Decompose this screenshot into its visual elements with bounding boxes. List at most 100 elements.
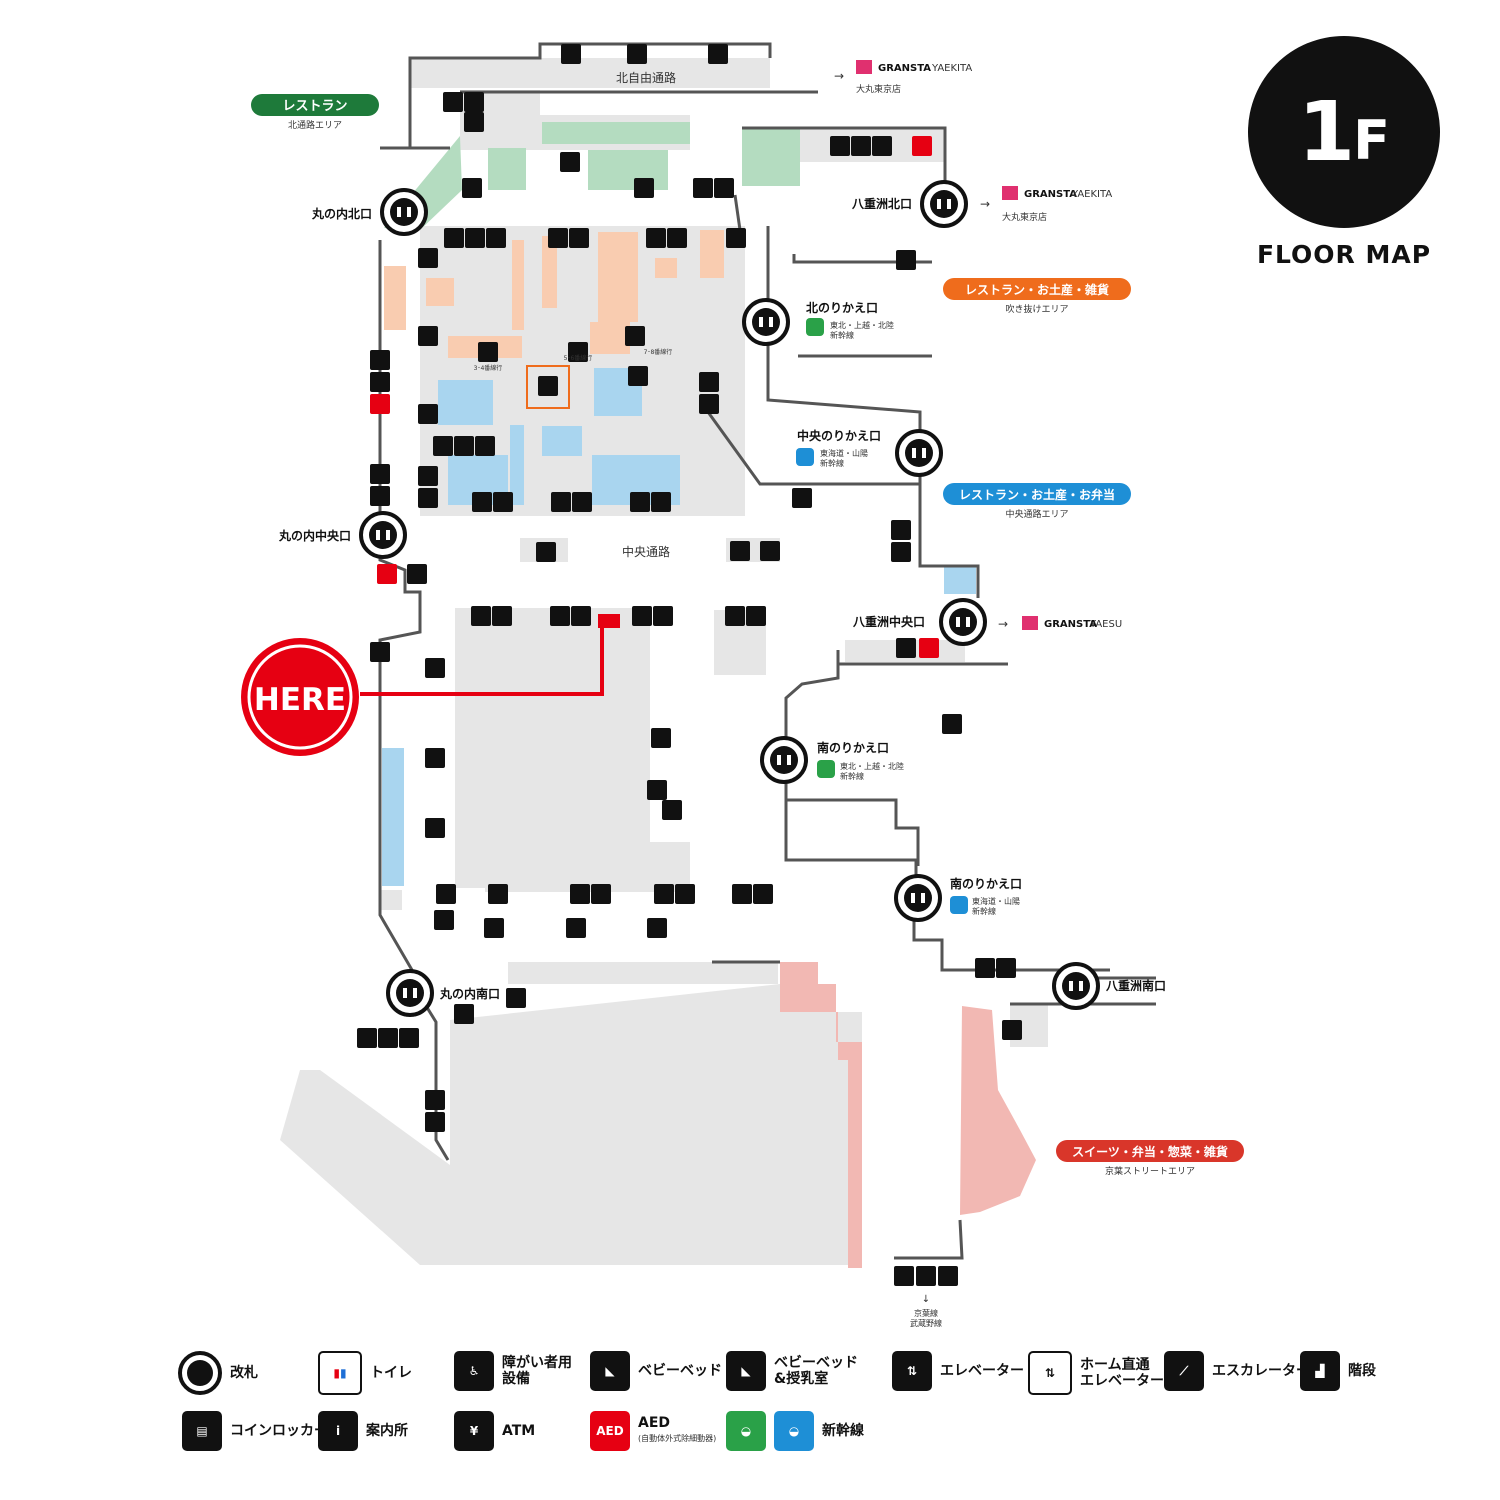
escalator-icon: [492, 606, 512, 626]
aed-icon: [919, 638, 939, 658]
floor-suffix: F: [1353, 108, 1390, 172]
info-icon: i: [318, 1411, 358, 1451]
accessible-icon: ♿: [454, 1351, 494, 1391]
escalator-icon: [418, 466, 438, 486]
svg-text:東北・上越・北陸: 東北・上越・北陸: [830, 320, 894, 330]
gransta-yaekita-link-1[interactable]: → GRANSTA YAEKITA 大丸東京店: [834, 60, 972, 95]
svg-text:大丸東京店: 大丸東京店: [1002, 211, 1047, 223]
escalator-icon: [425, 658, 445, 678]
gate-icon: [386, 969, 434, 1017]
gate-label: 八重洲中央口: [852, 614, 925, 629]
escalator-icon: [536, 542, 556, 562]
elevator-icon: [760, 541, 780, 561]
shinkansen-green-icon: ◒: [726, 1411, 766, 1451]
stairs-icon: [465, 228, 485, 248]
stairs-icon: [625, 326, 645, 346]
escalator-icon: [560, 152, 580, 172]
elevator-icon: ⇅: [892, 1351, 932, 1391]
svg-text:スイーツ・弁当・惣菜・雑貨: スイーツ・弁当・惣菜・雑貨: [1072, 1144, 1228, 1159]
elevator-icon: [938, 1266, 958, 1286]
svg-text:東北・上越・北陸: 東北・上越・北陸: [840, 761, 904, 771]
aed-icon: AED: [590, 1411, 630, 1451]
accessible-icon: [370, 350, 390, 370]
stairs-icon: [471, 606, 491, 626]
baby-bed-icon: [370, 372, 390, 392]
shop-zone-pink: [780, 962, 1036, 1268]
svg-text:7･8番線行: 7･8番線行: [644, 348, 673, 356]
stairs-icon: [444, 228, 464, 248]
stairs-icon: [725, 606, 745, 626]
escalator-icon: [418, 248, 438, 268]
atm-icon: [436, 884, 456, 904]
svg-text:新幹線: 新幹線: [840, 771, 864, 781]
svg-text:レストラン: レストラン: [282, 99, 347, 114]
area-orange: レストラン・お土産・雑貨 吹き抜けエリア: [943, 278, 1131, 315]
gransta-yaekita-link-2[interactable]: → GRANSTA YAEKITA 大丸東京店: [980, 186, 1112, 223]
escalator-icon: [418, 404, 438, 424]
gate-label: 北のりかえ口: [806, 300, 878, 315]
gransta-yaesu-link[interactable]: → GRANSTA YAESU: [998, 616, 1122, 631]
shinkansen-green-icon: [817, 760, 835, 778]
stairs-icon: [488, 884, 508, 904]
gransta-logo-icon: [1002, 186, 1018, 200]
gate-icon: [1052, 962, 1100, 1010]
toilet-icon: [433, 436, 453, 456]
escalator-icon: [569, 228, 589, 248]
svg-text:→: →: [980, 197, 990, 211]
north-corridor-label: 北自由通路: [616, 70, 676, 85]
locker-icon: [370, 642, 390, 662]
svg-text:中央通路エリア: 中央通路エリア: [1005, 508, 1068, 520]
escalator-icon: [667, 228, 687, 248]
elevator-icon: [699, 372, 719, 392]
svg-text:レストラン・お土産・雑貨: レストラン・お土産・雑貨: [965, 282, 1109, 297]
svg-text:YAEKITA: YAEKITA: [1071, 189, 1112, 200]
legend-info: i 案内所: [318, 1411, 408, 1451]
escalator-icon: [572, 492, 592, 512]
locker-icon: [506, 988, 526, 1008]
accessible-icon: [378, 1028, 398, 1048]
gate-label: 丸の内北口: [311, 206, 372, 221]
svg-text:大丸東京店: 大丸東京店: [856, 83, 901, 95]
atm-icon: ¥: [454, 1411, 494, 1451]
escalator-icon: [651, 492, 671, 512]
escalator-icon: [675, 884, 695, 904]
svg-text:YAESU: YAESU: [1089, 619, 1122, 630]
legend-platform-elevator: ⇅ ホーム直通 エレベーター: [1028, 1351, 1164, 1395]
svg-text:レストラン・お土産・お弁当: レストラン・お土産・お弁当: [959, 487, 1115, 502]
shinkansen-blue-icon: ◒: [774, 1411, 814, 1451]
toilet-icon: [443, 92, 463, 112]
escalator-icon: [726, 228, 746, 248]
stairs-icon: [570, 884, 590, 904]
escalator-icon: [746, 606, 766, 626]
accessible-icon: [475, 436, 495, 456]
facility-icons: [357, 44, 1022, 1286]
escalator-icon: [894, 1266, 914, 1286]
shinkansen-blue-icon: [796, 448, 814, 466]
toilet-icon: [425, 1090, 445, 1110]
gate-label: 南のりかえ口: [950, 876, 1022, 891]
atm-icon: [792, 488, 812, 508]
svg-text:東海道・山陽: 東海道・山陽: [820, 448, 868, 458]
here-marker: HERE: [241, 614, 620, 756]
stairs-icon: [916, 1266, 936, 1286]
atm-icon: [896, 638, 916, 658]
svg-text:3･4番線行: 3･4番線行: [474, 364, 503, 372]
stairs-icon: [647, 780, 667, 800]
escalator-icon: [653, 606, 673, 626]
gate-icon: [359, 511, 407, 559]
gate-label: 丸の内中央口: [278, 528, 351, 543]
legend: 改札 ▮▮ トイレ ♿ 障がい者用 設備 ◣ ベビーベッド ◣ ベビーベッド &…: [178, 1345, 1418, 1475]
central-corridor-label: 中央通路: [622, 544, 670, 559]
svg-text:新幹線: 新幹線: [830, 330, 854, 340]
floor-map-title: FLOOR MAP: [1256, 240, 1432, 269]
here-label: HERE: [254, 682, 346, 718]
platform-elevator-icon: ⇅: [1028, 1351, 1072, 1395]
escalator-icon: [891, 542, 911, 562]
stairs-icon: [732, 884, 752, 904]
svg-text:京葉線: 京葉線: [914, 1308, 938, 1318]
locker-icon: [996, 958, 1016, 978]
nursing-icon: ◣: [726, 1351, 766, 1391]
aed-icon: [377, 564, 397, 584]
gate-label: 丸の内南口: [439, 986, 500, 1001]
